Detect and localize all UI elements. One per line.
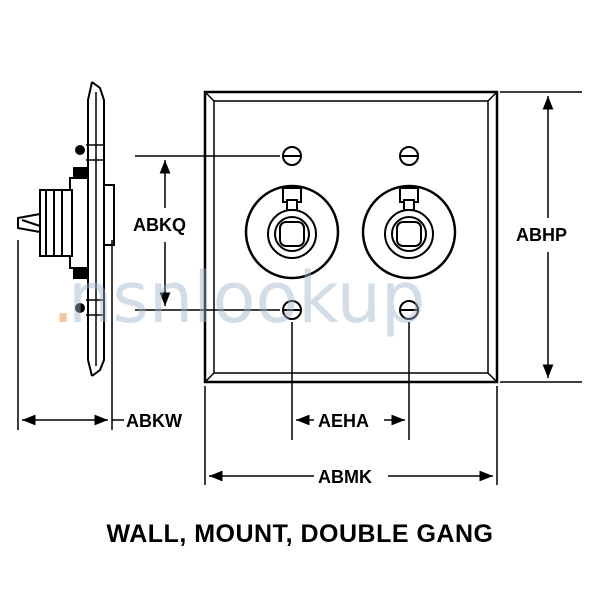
- watermark: . nsnlookup: [52, 257, 426, 339]
- svg-text:.: .: [52, 257, 74, 339]
- front-plate: [203, 90, 499, 384]
- screw-bottom-left: [282, 300, 302, 320]
- label-abkw: ABKW: [126, 411, 182, 431]
- label-abmk: ABMK: [318, 467, 372, 487]
- screw-top-right: [399, 146, 419, 166]
- switch-right: [361, 184, 457, 280]
- screw-top-left: [282, 146, 302, 166]
- label-aeha: AEHA: [318, 411, 369, 431]
- switch-left: [244, 184, 340, 280]
- label-abkq: ABKQ: [133, 215, 186, 235]
- screw-bottom-right: [399, 300, 419, 320]
- side-view: [17, 81, 115, 430]
- diagram-caption: WALL, MOUNT, DOUBLE GANG: [106, 520, 494, 548]
- label-abhp: ABHP: [516, 225, 567, 245]
- dimension-lines: [22, 91, 582, 485]
- svg-text:nsnlookup: nsnlookup: [68, 257, 426, 339]
